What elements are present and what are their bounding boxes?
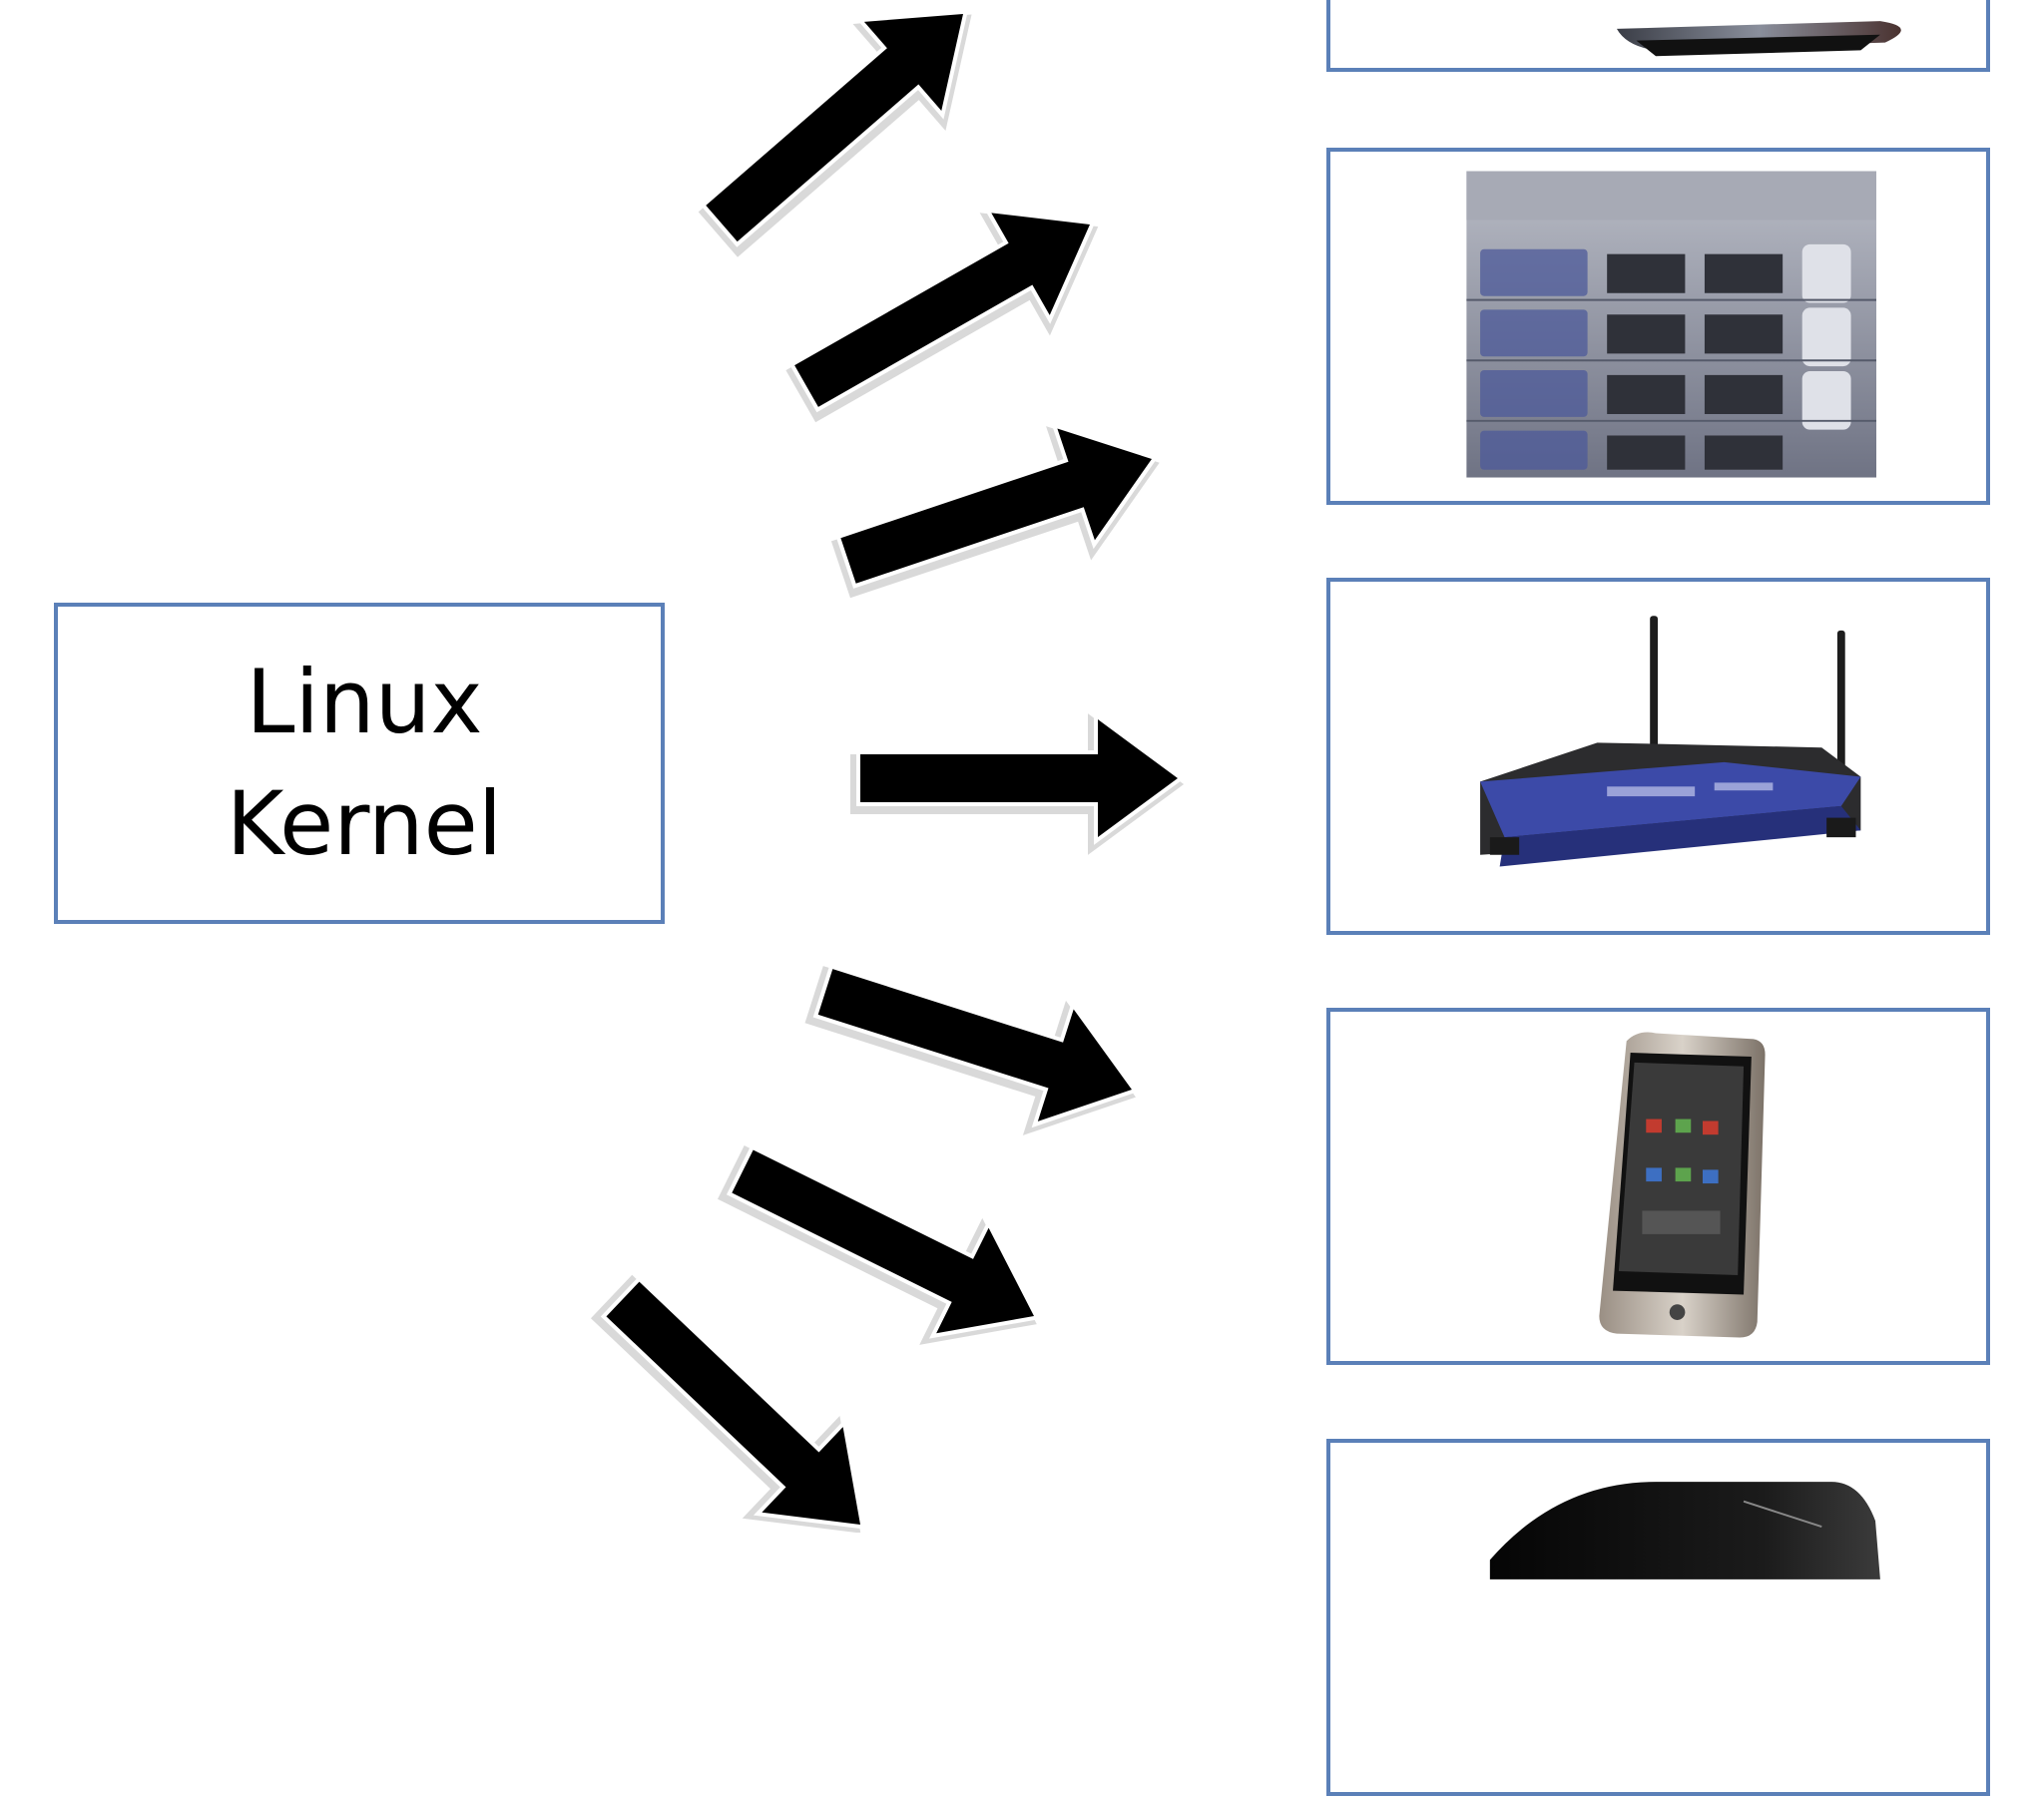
device-box-servers xyxy=(1326,148,1990,505)
arrow-to-bottom xyxy=(590,1274,865,1533)
arrow-to-router xyxy=(850,711,1185,855)
arrow-to-upper-right xyxy=(830,422,1160,599)
device-box-bottom xyxy=(1326,1439,1990,1796)
arrow-to-laptop xyxy=(698,9,972,257)
kernel-label-line1: Linux xyxy=(246,651,483,753)
rack-servers-image xyxy=(1466,171,1877,478)
linux-kernel-box: Linux Kernel xyxy=(54,603,665,924)
smartphone-image xyxy=(1599,1032,1766,1338)
device-box-laptop xyxy=(1326,0,1990,72)
arrow-to-lower-right xyxy=(804,964,1139,1135)
laptop-image xyxy=(1616,21,1901,57)
wireless-router-image xyxy=(1480,616,1861,867)
arrow-to-servers xyxy=(785,208,1099,423)
kernel-label-line2: Kernel xyxy=(226,772,503,875)
device-box-router xyxy=(1326,578,1990,935)
arrows-layer xyxy=(590,9,1185,1533)
device-box-smartphone xyxy=(1326,1008,1990,1365)
dark-device-image xyxy=(1489,1482,1880,1579)
arrow-to-smartphone xyxy=(718,1144,1041,1345)
